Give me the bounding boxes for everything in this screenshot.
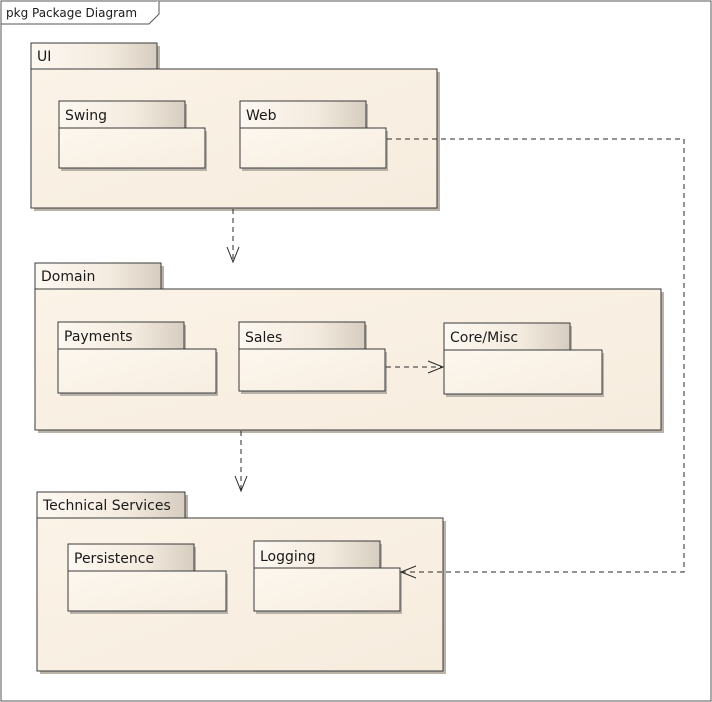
package-domain-label: Domain xyxy=(41,269,95,285)
package-core-misc-label: Core/Misc xyxy=(450,330,518,346)
package-persistence[interactable]: Persistence xyxy=(67,543,228,614)
package-technical-services[interactable]: Technical Services Persistence Logging xyxy=(36,491,446,674)
package-web[interactable]: Web xyxy=(239,100,388,171)
package-persistence-label: Persistence xyxy=(74,551,154,567)
package-sales[interactable]: Sales xyxy=(238,321,387,394)
package-sales-label: Sales xyxy=(245,330,282,346)
package-logging[interactable]: Logging xyxy=(253,540,402,614)
frame-title: pkg Package Diagram xyxy=(6,6,137,20)
package-logging-label: Logging xyxy=(260,549,316,565)
package-swing[interactable]: Swing xyxy=(58,100,207,171)
package-ui-label: UI xyxy=(37,49,51,65)
package-technical-services-label: Technical Services xyxy=(42,498,171,514)
package-ui[interactable]: UI Swing Web xyxy=(30,42,440,211)
package-web-label: Web xyxy=(246,108,277,124)
dependency-sales-to-core-misc[interactable] xyxy=(386,360,445,374)
dependency-domain-to-technical-services[interactable] xyxy=(234,431,248,493)
package-payments-label: Payments xyxy=(64,329,133,345)
package-core-misc[interactable]: Core/Misc xyxy=(443,322,604,397)
package-payments[interactable]: Payments xyxy=(57,321,218,396)
dependency-ui-to-domain[interactable] xyxy=(226,209,240,264)
package-domain[interactable]: Domain Payments Sales Core/Misc xyxy=(34,262,664,433)
dependency-web-to-logging[interactable] xyxy=(387,138,685,579)
package-swing-label: Swing xyxy=(65,108,107,124)
